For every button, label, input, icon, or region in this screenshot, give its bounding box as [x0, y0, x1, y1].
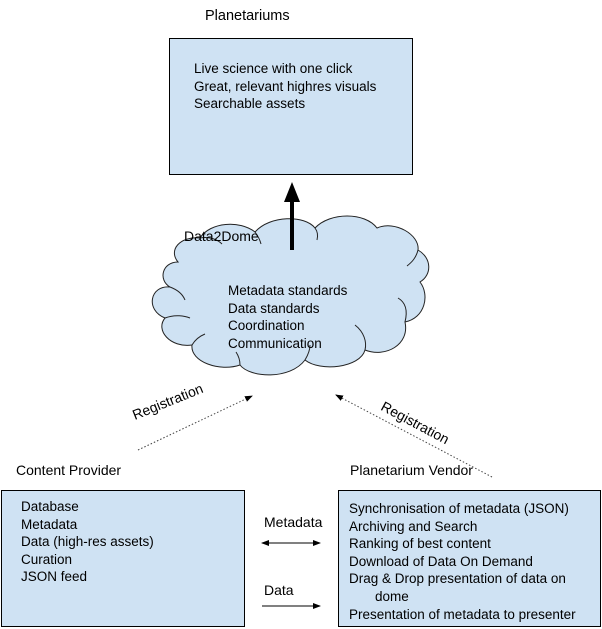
planetarium-vendor-box: Synchronisation of metadata (JSON) Archi… — [338, 490, 601, 627]
registration-arrow-left — [137, 395, 253, 451]
data2dome-item: Coordination — [228, 318, 305, 334]
planetarium-vendor-title: Planetarium Vendor — [350, 462, 473, 478]
content-provider-item: Database — [21, 499, 79, 514]
data-label: Data — [264, 582, 294, 598]
metadata-label: Metadata — [264, 514, 323, 530]
planetariums-title: Planetariums — [205, 8, 290, 24]
cloud-detail — [314, 227, 319, 241]
content-provider-box: Database Metadata Data (high-res assets)… — [1, 490, 245, 627]
data2dome-item: Communication — [228, 335, 322, 351]
cloud-detail — [199, 237, 223, 245]
content-provider-title: Content Provider — [16, 462, 122, 478]
planetariums-item: Live science with one click — [194, 61, 353, 76]
cloud-detail — [304, 344, 311, 361]
cloud-detail — [235, 351, 241, 366]
planetariums-list: Live science with one click Great, relev… — [194, 60, 376, 113]
content-provider-item: Metadata — [21, 516, 78, 532]
planetarium-vendor-item: Ranking of best content — [349, 536, 491, 552]
planetariums-box: Live science with one click Great, relev… — [169, 38, 413, 175]
cloud-detail — [254, 231, 262, 245]
cloud-detail — [164, 315, 191, 319]
cloud-detail — [191, 333, 206, 346]
data2dome-item: Metadata standards — [228, 283, 348, 298]
planetariums-item: Searchable assets — [194, 96, 306, 112]
planetarium-vendor-item: Presentation of metadata to presenter — [349, 606, 576, 622]
cloud-detail — [169, 286, 186, 301]
planetarium-vendor-item: Archiving and Search — [349, 518, 478, 534]
data2dome-title: Data2Dome — [184, 228, 259, 244]
content-provider-item: Curation — [21, 551, 73, 567]
arrow-to-planetariums-head — [284, 182, 300, 202]
content-provider-item: JSON feed — [21, 569, 88, 585]
cloud-detail — [406, 249, 419, 267]
registration-arrow-right — [335, 394, 493, 478]
planetariums-item: Great, relevant highres visuals — [194, 78, 377, 94]
data2dome-list: Metadata standards Data standards Coordi… — [228, 282, 347, 352]
data2dome-item: Data standards — [228, 300, 320, 316]
planetarium-vendor-item: dome — [375, 588, 409, 604]
data2dome-cloud — [151, 215, 430, 376]
content-provider-list: Database Metadata Data (high-res assets)… — [21, 498, 154, 586]
planetarium-vendor-item: Download of Data On Demand — [349, 553, 533, 569]
planetarium-vendor-item: Drag & Drop presentation of data on — [349, 571, 566, 587]
cloud-detail — [397, 297, 407, 323]
planetarium-vendor-item: Synchronisation of metadata (JSON) — [349, 501, 569, 516]
planetarium-vendor-list: Synchronisation of metadata (JSON) Archi… — [349, 500, 576, 623]
content-provider-item: Data (high-res assets) — [21, 534, 154, 550]
cloud-detail — [354, 324, 367, 351]
